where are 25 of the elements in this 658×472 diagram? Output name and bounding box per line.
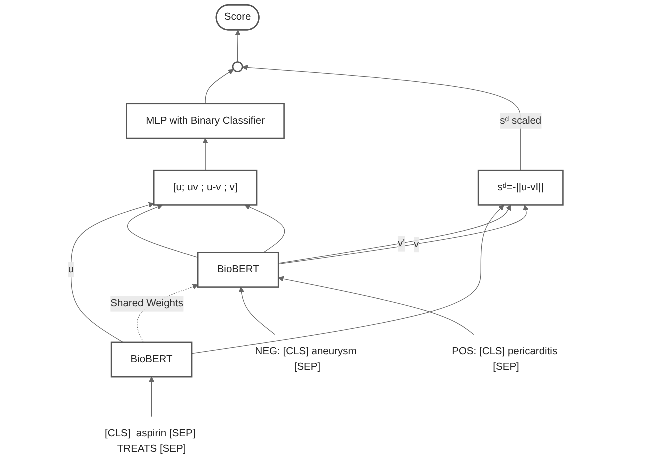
edge-label: Shared Weights bbox=[110, 298, 184, 310]
edge-label: v bbox=[414, 239, 420, 250]
arrow bbox=[202, 138, 208, 171]
node-box: [u; uv ; u-v ; v] bbox=[153, 170, 258, 206]
node-text: NEG: [CLS] aneurysm [SEP] bbox=[255, 346, 357, 373]
arrow bbox=[148, 376, 155, 418]
node-box: BioBERT bbox=[197, 252, 280, 288]
edge-label: v' bbox=[398, 238, 406, 250]
node-box: MLP with Binary Classifier bbox=[126, 103, 285, 140]
node-box: BioBERT bbox=[110, 342, 193, 378]
edge-label: u bbox=[68, 264, 74, 276]
arrow bbox=[242, 64, 522, 171]
arrow bbox=[205, 69, 234, 104]
node-circle bbox=[232, 62, 244, 72]
node-text: POS: [CLS] pericarditis [SEP] bbox=[452, 346, 558, 373]
arrow bbox=[244, 204, 286, 253]
arrow bbox=[278, 276, 474, 336]
arrow bbox=[128, 204, 198, 258]
arrow bbox=[238, 287, 276, 336]
arrow bbox=[235, 30, 241, 63]
arrow bbox=[70, 202, 154, 343]
edge-label: sᵈ scaled bbox=[500, 115, 542, 126]
arrow bbox=[192, 204, 504, 354]
node-box: sᵈ=-||u-vI|| bbox=[478, 170, 564, 206]
node-text: [CLS] aspirin [SEP] TREATS [SEP] bbox=[105, 428, 196, 455]
